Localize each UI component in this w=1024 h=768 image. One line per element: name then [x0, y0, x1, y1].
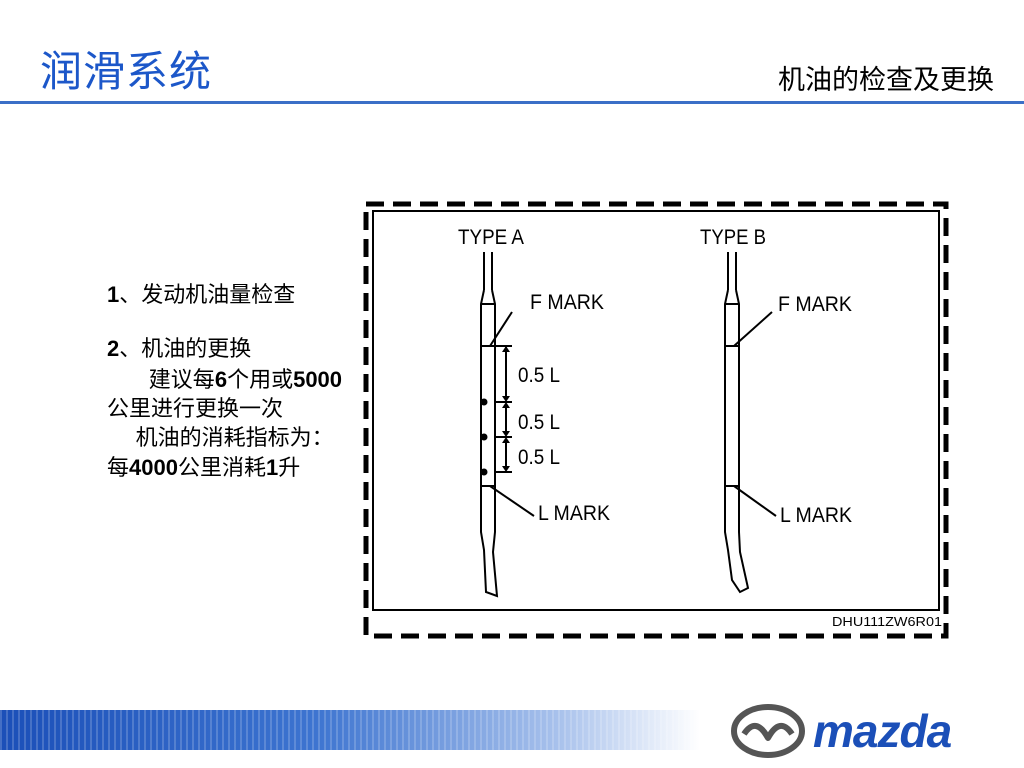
item-oil-level-check: 1、发动机油量检查	[107, 280, 352, 310]
item-oil-change: 2、机油的更换	[107, 334, 352, 364]
oil-change-recommendation: 建议每6个用或5000 公里进行更换一次	[107, 365, 352, 425]
recommend-text-1: 建议每	[148, 367, 215, 393]
mazda-wing-emblem-icon	[731, 704, 805, 758]
type-a-f-mark-label: F MARK	[530, 291, 604, 314]
figure-code: DHU111ZW6R01	[832, 614, 942, 629]
recommend-text-3: 公里进行更换一次	[107, 396, 284, 422]
item1-text: 、发动机油量检查	[119, 283, 296, 308]
item2-number: 2	[107, 336, 120, 362]
recommend-months: 6	[214, 366, 228, 392]
item2-text: 、机油的更换	[119, 337, 252, 363]
dipstick-type-b	[724, 252, 777, 594]
mazda-logo: mazda	[728, 702, 1018, 758]
oil-consumption-spec: 机油的消耗指标为：每4000公里消耗1升	[107, 424, 352, 484]
mazda-wordmark: mazda	[813, 705, 952, 757]
recommend-text-2: 个用或	[227, 367, 294, 393]
consumption-liters: 1	[265, 455, 279, 481]
type-a-label: TYPE A	[458, 226, 524, 249]
type-a-l-mark-label: L MARK	[538, 502, 610, 525]
slide-subtitle: 机油的检查及更换	[778, 65, 994, 96]
body-text: 1、发动机油量检查 2、机油的更换 建议每6个用或5000公里进行更换一次 机油…	[107, 280, 352, 484]
consumption-text-2: 公里消耗	[177, 456, 266, 482]
type-b-l-mark-label: L MARK	[780, 504, 852, 527]
header-divider	[0, 101, 1024, 104]
type-b-label: TYPE B	[700, 226, 766, 249]
figure-dashed-frame	[363, 201, 949, 639]
item1-number: 1	[107, 282, 120, 307]
consumption-text-1: 机油的消耗指标为：每	[107, 426, 334, 482]
type-b-f-mark-label: F MARK	[778, 293, 852, 316]
consumption-km: 4000	[129, 455, 178, 481]
interval-label-2: 0.5 L	[518, 411, 560, 434]
dipstick-figure: TYPE A TYPE B F MARK F MARK L MARK L MAR…	[362, 200, 950, 640]
footer-gradient-bar	[0, 710, 700, 750]
interval-label-3: 0.5 L	[518, 446, 560, 469]
recommend-km: 5000	[293, 366, 343, 392]
dipstick-type-a	[480, 252, 535, 598]
slide-title: 润滑系统	[40, 47, 213, 96]
consumption-text-3: 升	[278, 456, 301, 482]
interval-label-1: 0.5 L	[518, 364, 560, 387]
figure-inner-frame	[372, 210, 940, 611]
